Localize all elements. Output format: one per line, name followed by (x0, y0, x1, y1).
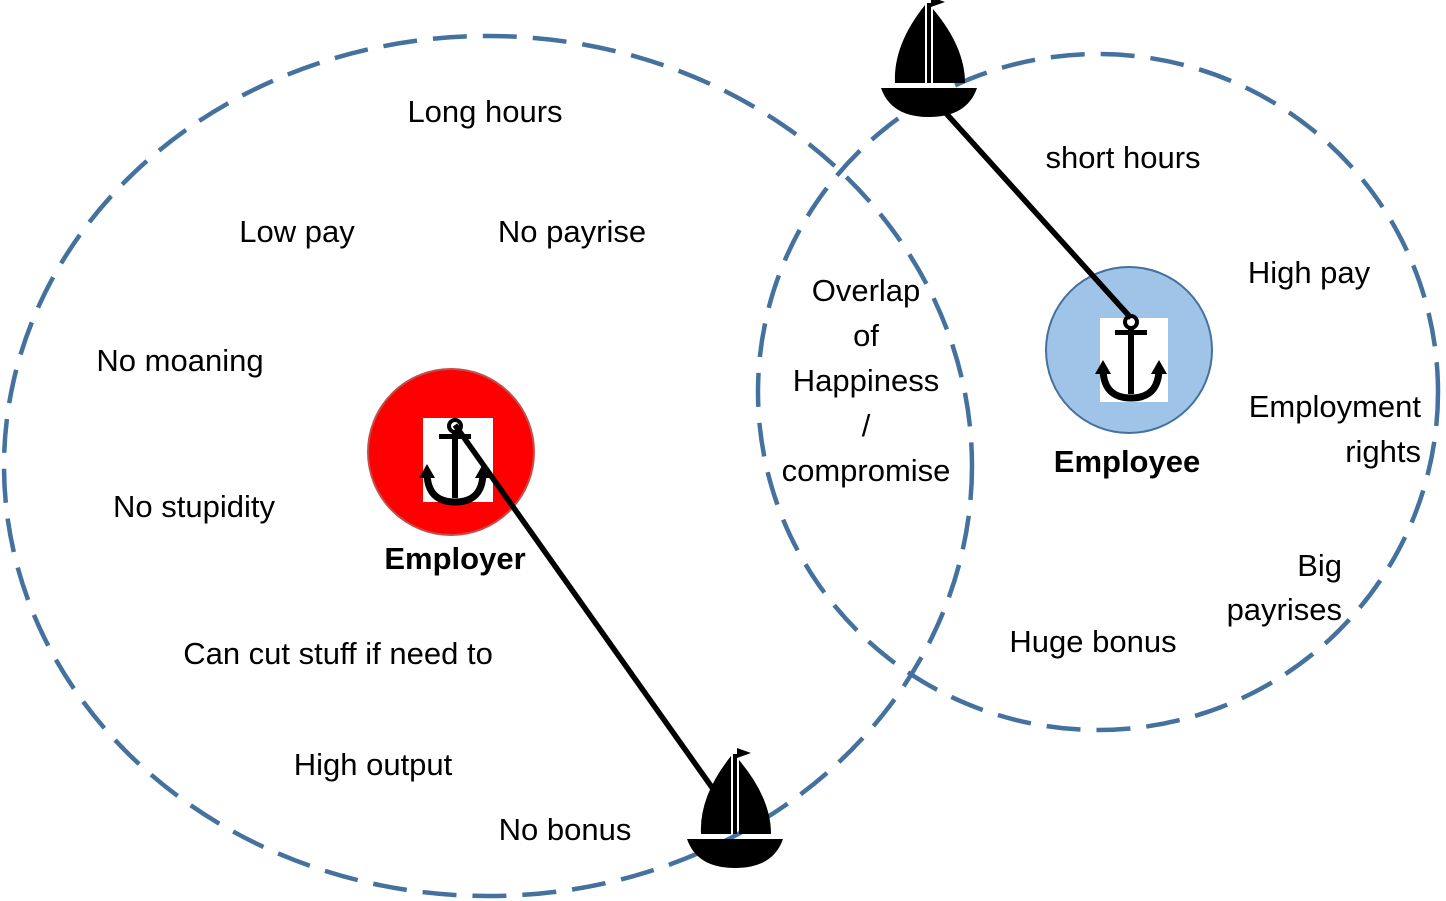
employer-item: High output (294, 747, 453, 782)
employee-anchor (1045, 266, 1213, 434)
employer-item: No payrise (498, 214, 646, 249)
employee-item: High pay (1248, 255, 1371, 290)
employee-item: Huge bonus (1009, 624, 1176, 659)
employer-item: No moaning (96, 343, 263, 378)
overlap-text: / (862, 408, 871, 443)
employer-label: Employer (384, 541, 525, 576)
employer-anchor (367, 368, 535, 536)
sailboat-icon (881, 0, 977, 117)
employee-label: Employee (1054, 444, 1200, 479)
employer-anchor-line (452, 423, 731, 812)
employer-item: Low pay (239, 214, 355, 249)
employer-item: No stupidity (113, 489, 275, 524)
overlap-text: Happiness (793, 363, 939, 398)
employer-item: No bonus (499, 812, 632, 847)
employee-circle (755, 51, 1441, 733)
employer-item: Can cut stuff if need to (183, 636, 493, 671)
employee-item: Employment (1249, 389, 1422, 424)
overlap-text: compromise (782, 453, 951, 488)
employee-item: short hours (1045, 140, 1200, 175)
employer-circle (1, 33, 975, 899)
overlap-text: Overlap (812, 273, 921, 308)
sailboat-icon (687, 748, 783, 868)
employee-item: rights (1345, 434, 1421, 469)
overlap-text: of (853, 318, 879, 353)
employee-item: Big (1297, 548, 1342, 583)
employee-anchor-line (931, 98, 1134, 320)
employee-item: payrises (1227, 592, 1342, 627)
employer-item: Long hours (407, 94, 562, 129)
